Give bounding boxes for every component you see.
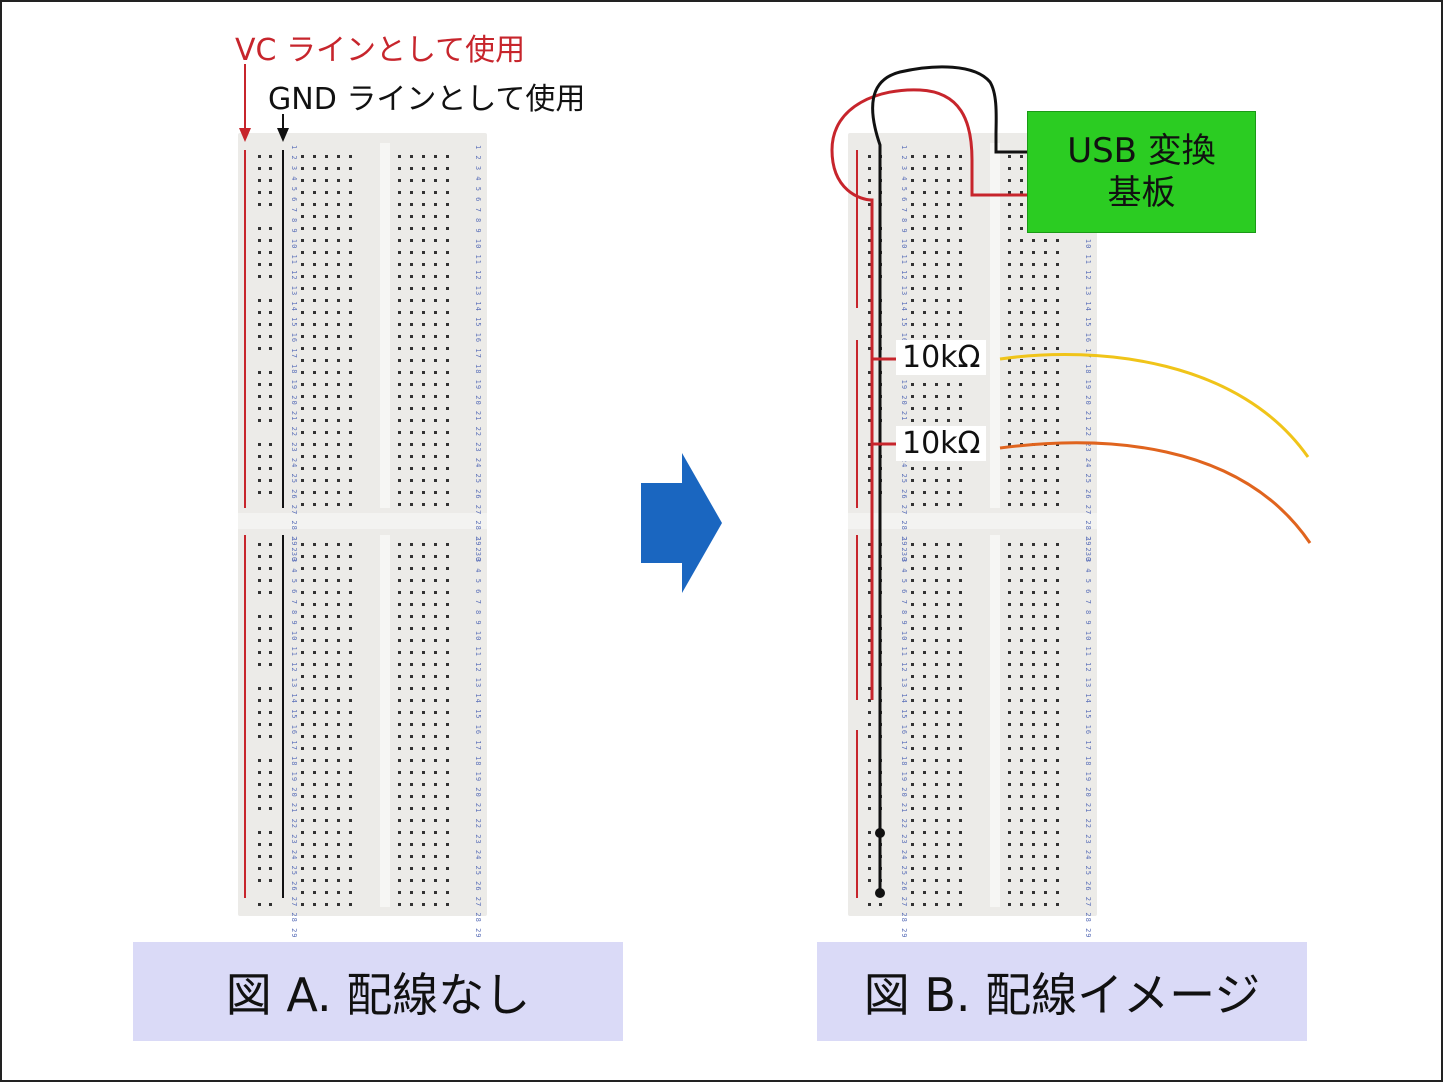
vc-pointer-arrow xyxy=(239,64,251,142)
right-arrow-icon xyxy=(641,453,722,593)
gnd-junction-dot-2 xyxy=(875,888,885,898)
gnd-pointer-arrow xyxy=(277,114,289,142)
breadboard-a-row-numbers-left: 1 2 3 4 5 6 7 8 9 10 11 12 13 14 15 16 1… xyxy=(290,145,298,563)
breadboard-b-row-numbers-left-bottom: 1 2 3 4 5 6 7 8 9 10 11 12 13 14 15 16 1… xyxy=(900,537,908,955)
orange-signal-wire xyxy=(999,441,1312,544)
resistor-2-label: 10kΩ xyxy=(896,426,987,461)
vc-line-label: VC ラインとして使用 xyxy=(235,33,526,68)
gnd-line-label: GND ラインとして使用 xyxy=(268,82,586,117)
figure-b-caption: 図 B. 配線イメージ xyxy=(817,942,1307,1041)
breadboard-a: 1 2 3 4 5 6 7 8 9 10 11 12 13 14 15 16 1… xyxy=(238,133,487,955)
breadboard-b-row-numbers-right-bottom: 1 2 3 4 5 6 7 8 9 10 11 12 13 14 15 16 1… xyxy=(1084,537,1092,955)
usb-board-label-line2: 基板 xyxy=(1107,173,1176,213)
breadboard-a-row-numbers-right-bottom: 1 2 3 4 5 6 7 8 9 10 11 12 13 14 15 16 1… xyxy=(474,537,482,955)
vc-jumper-wire xyxy=(830,88,1028,700)
yellow-signal-wire xyxy=(999,353,1310,458)
gnd-junction-dot-1 xyxy=(875,828,885,838)
usb-board-label-line1: USB 変換 xyxy=(1067,131,1216,171)
resistor-1-label: 10kΩ xyxy=(896,340,987,375)
breadboard-a-holes xyxy=(238,143,487,907)
gnd-jumper-wire xyxy=(871,65,1028,893)
figure-a-caption: 図 A. 配線なし xyxy=(133,942,623,1041)
breadboard-a-row-numbers-right: 1 2 3 4 5 6 7 8 9 10 11 12 13 14 15 16 1… xyxy=(474,145,482,563)
usb-converter-board: USB 変換 基板 xyxy=(1027,111,1256,233)
breadboard-a-row-numbers-left-bottom: 1 2 3 4 5 6 7 8 9 10 11 12 13 14 15 16 1… xyxy=(290,537,298,955)
